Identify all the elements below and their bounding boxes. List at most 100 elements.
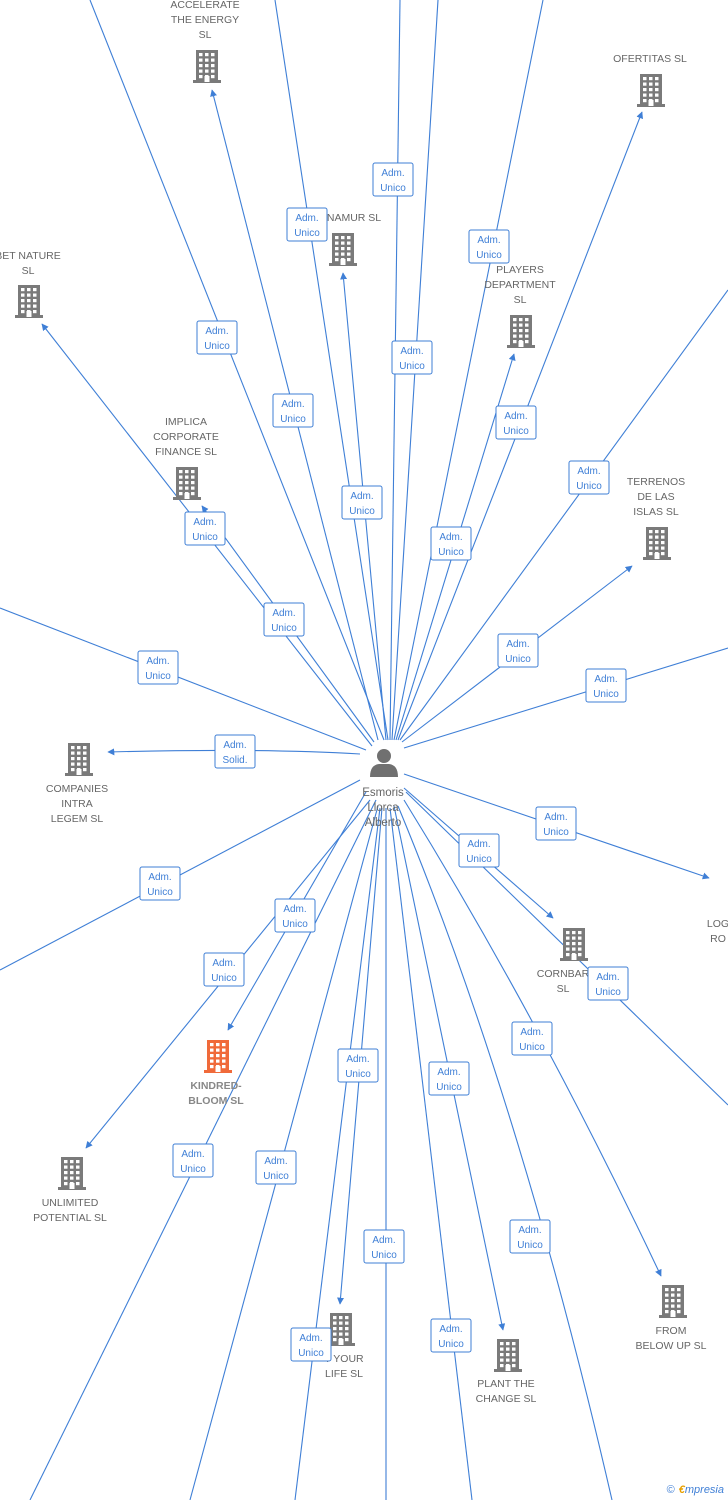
edge-line-12 <box>403 647 728 749</box>
edge-label-20[interactable]: Adm.Unico <box>511 1021 553 1056</box>
person-name-line-1: Esmoris <box>362 787 404 799</box>
edge-label-type: Unico <box>519 1042 545 1053</box>
building-icon <box>494 1339 522 1372</box>
company-name-line: TERRENOS <box>627 476 685 488</box>
company-node-bet-nature[interactable]: BET NATURE SL <box>0 250 61 318</box>
edge-line-31 <box>397 805 613 1500</box>
company-name-line: BLOOM SL <box>188 1095 244 1107</box>
edge-label-role: Adm. <box>594 674 617 685</box>
company-name-line: SL <box>22 265 35 277</box>
edge-label-26[interactable]: Adm.Unico <box>290 1327 332 1362</box>
company-node-ofertitas[interactable]: OFERTITAS SL <box>613 53 687 107</box>
company-node-kindred[interactable]: KINDRED-BLOOM SL <box>188 1040 244 1107</box>
edge-label-31[interactable]: Adm.Unico <box>509 1219 551 1254</box>
edge-label-8[interactable]: Adm.Unico <box>430 526 472 561</box>
edge-label-type: Unico <box>147 887 173 898</box>
edge-label-4[interactable]: Adm.Unico <box>286 207 328 242</box>
building-icon <box>65 743 93 776</box>
edge-label-type: Unico <box>271 623 297 634</box>
edge-label-23[interactable]: Adm.Unico <box>203 952 245 987</box>
edge-label-type: Unico <box>438 1339 464 1350</box>
edge-label-16[interactable]: Adm.Solid. <box>214 734 256 769</box>
edge-label-29[interactable]: Adm. Unico <box>430 1318 472 1353</box>
edge-label-22[interactable]: Adm.Unico <box>274 898 316 933</box>
edge-label-role: Adm. <box>148 872 171 883</box>
edge-label-6[interactable]: Adm.Unico <box>391 340 433 375</box>
edge-label-type: Unico <box>282 919 308 930</box>
brand-name: mpresia <box>684 1484 724 1496</box>
edge-label-type: Unico <box>380 183 406 194</box>
edge-label-7[interactable]: Adm.Unico <box>468 229 510 264</box>
building-icon <box>327 1313 355 1346</box>
edge-label-30[interactable]: Adm.Unico <box>428 1061 470 1096</box>
edge-label-21[interactable]: Adm. Unico <box>139 866 181 901</box>
edge-label-27[interactable]: Adm.Unico <box>337 1048 379 1083</box>
edge-label-role: Adm. <box>281 399 304 410</box>
company-name-line: BET NATURE <box>0 250 61 262</box>
company-name-line: SL <box>199 29 212 41</box>
edge-label-5[interactable]: Adm. Unico <box>372 162 414 197</box>
edge-line-4 <box>274 0 389 741</box>
edge-label-type: Unico <box>595 987 621 998</box>
edge-label-1[interactable]: Adm.Unico <box>196 320 238 355</box>
company-name-line: POTENTIAL SL <box>33 1212 107 1224</box>
edge-label-role: Adm. <box>272 608 295 619</box>
edge-label-14[interactable]: Adm. Unico <box>263 602 305 637</box>
copyright-mark: © <box>666 1484 675 1496</box>
edge-line-2 <box>89 0 385 741</box>
edge-label-15[interactable]: Adm.Unico <box>137 650 179 685</box>
building-icon <box>560 928 588 961</box>
edge-label-type: Unico <box>349 506 375 517</box>
edge-label-type: Unico <box>593 689 619 700</box>
edge-label-type: Unico <box>476 250 502 261</box>
edge-label-13[interactable]: Adm.Unico <box>184 511 226 546</box>
company-node-namur[interactable]: NAMUR SL <box>327 212 381 266</box>
edge-label-9[interactable]: Adm.Unico <box>495 405 537 440</box>
edge-label-role: Adm. <box>295 213 318 224</box>
company-name-line: THE ENERGY <box>171 14 239 26</box>
company-name-line: NAMUR SL <box>327 212 381 224</box>
company-name-line: BELOW UP SL <box>636 1340 707 1352</box>
company-name-line: FINANCE SL <box>155 446 217 458</box>
person-name-line-2: Llorca <box>367 802 399 814</box>
edge-label-role: Adm. <box>381 168 404 179</box>
edge-label-28[interactable]: Adm.Unico <box>363 1229 405 1264</box>
edge-line-7 <box>393 0 544 741</box>
edge-label-role: Adm. <box>596 972 619 983</box>
edge-label-role: Adm. <box>439 1324 462 1335</box>
edge-label-19[interactable]: Adm. Unico <box>587 966 629 1001</box>
edge-label-2[interactable]: Adm.Unico <box>272 393 314 428</box>
edge-line-29 <box>389 807 473 1500</box>
edge-label-3[interactable]: Adm. Unico <box>341 485 383 520</box>
edge-label-24[interactable]: Adm.Unico <box>172 1143 214 1178</box>
edge-label-type: Unico <box>263 1171 289 1182</box>
edge-label-role: Adm. <box>350 491 373 502</box>
edge-label-role: Adm. <box>439 532 462 543</box>
edge-label-10[interactable]: Adm.Unico <box>568 460 610 495</box>
edge-label-25[interactable]: Adm.Unico <box>255 1150 297 1185</box>
person-icon <box>370 749 398 777</box>
building-icon <box>173 467 201 500</box>
edge-label-18[interactable]: Adm.Unico <box>458 833 500 868</box>
company-name-line: CORNBAR <box>537 968 590 980</box>
edge-label-type: Unico <box>204 341 230 352</box>
edge-label-17[interactable]: Adm.Unico <box>535 806 577 841</box>
building-icon <box>193 50 221 83</box>
edge-label-12[interactable]: Adm. Unico <box>585 668 627 703</box>
edge-label-11[interactable]: Adm.Unico <box>497 633 539 668</box>
building-icon <box>329 233 357 266</box>
center-person[interactable]: Esmoris Llorca Alberto <box>362 749 404 829</box>
edge-label-type: Unico <box>399 361 425 372</box>
